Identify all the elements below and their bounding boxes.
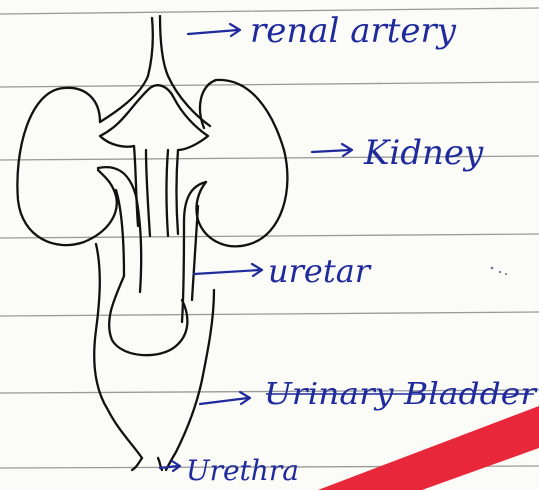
arrow-kidney xyxy=(312,144,352,156)
label-kidney: Kidney xyxy=(363,133,484,173)
ruled-line xyxy=(0,312,539,316)
label-renal-artery: renal artery xyxy=(250,11,457,51)
paper-speck xyxy=(499,271,501,273)
label-urethra: Urethra xyxy=(186,454,299,487)
arrow-urinary-bladder xyxy=(200,392,250,404)
red-marker-stroke xyxy=(318,406,539,490)
ruled-line xyxy=(0,82,539,87)
paper-speck xyxy=(505,273,507,275)
arrow-ureter xyxy=(194,264,262,276)
label-ureter: uretar xyxy=(268,252,372,290)
arrow-renal-artery xyxy=(188,24,240,36)
paper-speck xyxy=(491,267,494,270)
urethra-outline xyxy=(132,458,162,470)
ruled-line xyxy=(0,234,539,238)
urinary-bladder-outline xyxy=(94,244,214,470)
right-ureter-outline xyxy=(182,182,206,322)
paper-specks xyxy=(491,267,507,275)
renal-artery-outline xyxy=(100,16,210,150)
right-kidney-outline xyxy=(196,80,287,246)
